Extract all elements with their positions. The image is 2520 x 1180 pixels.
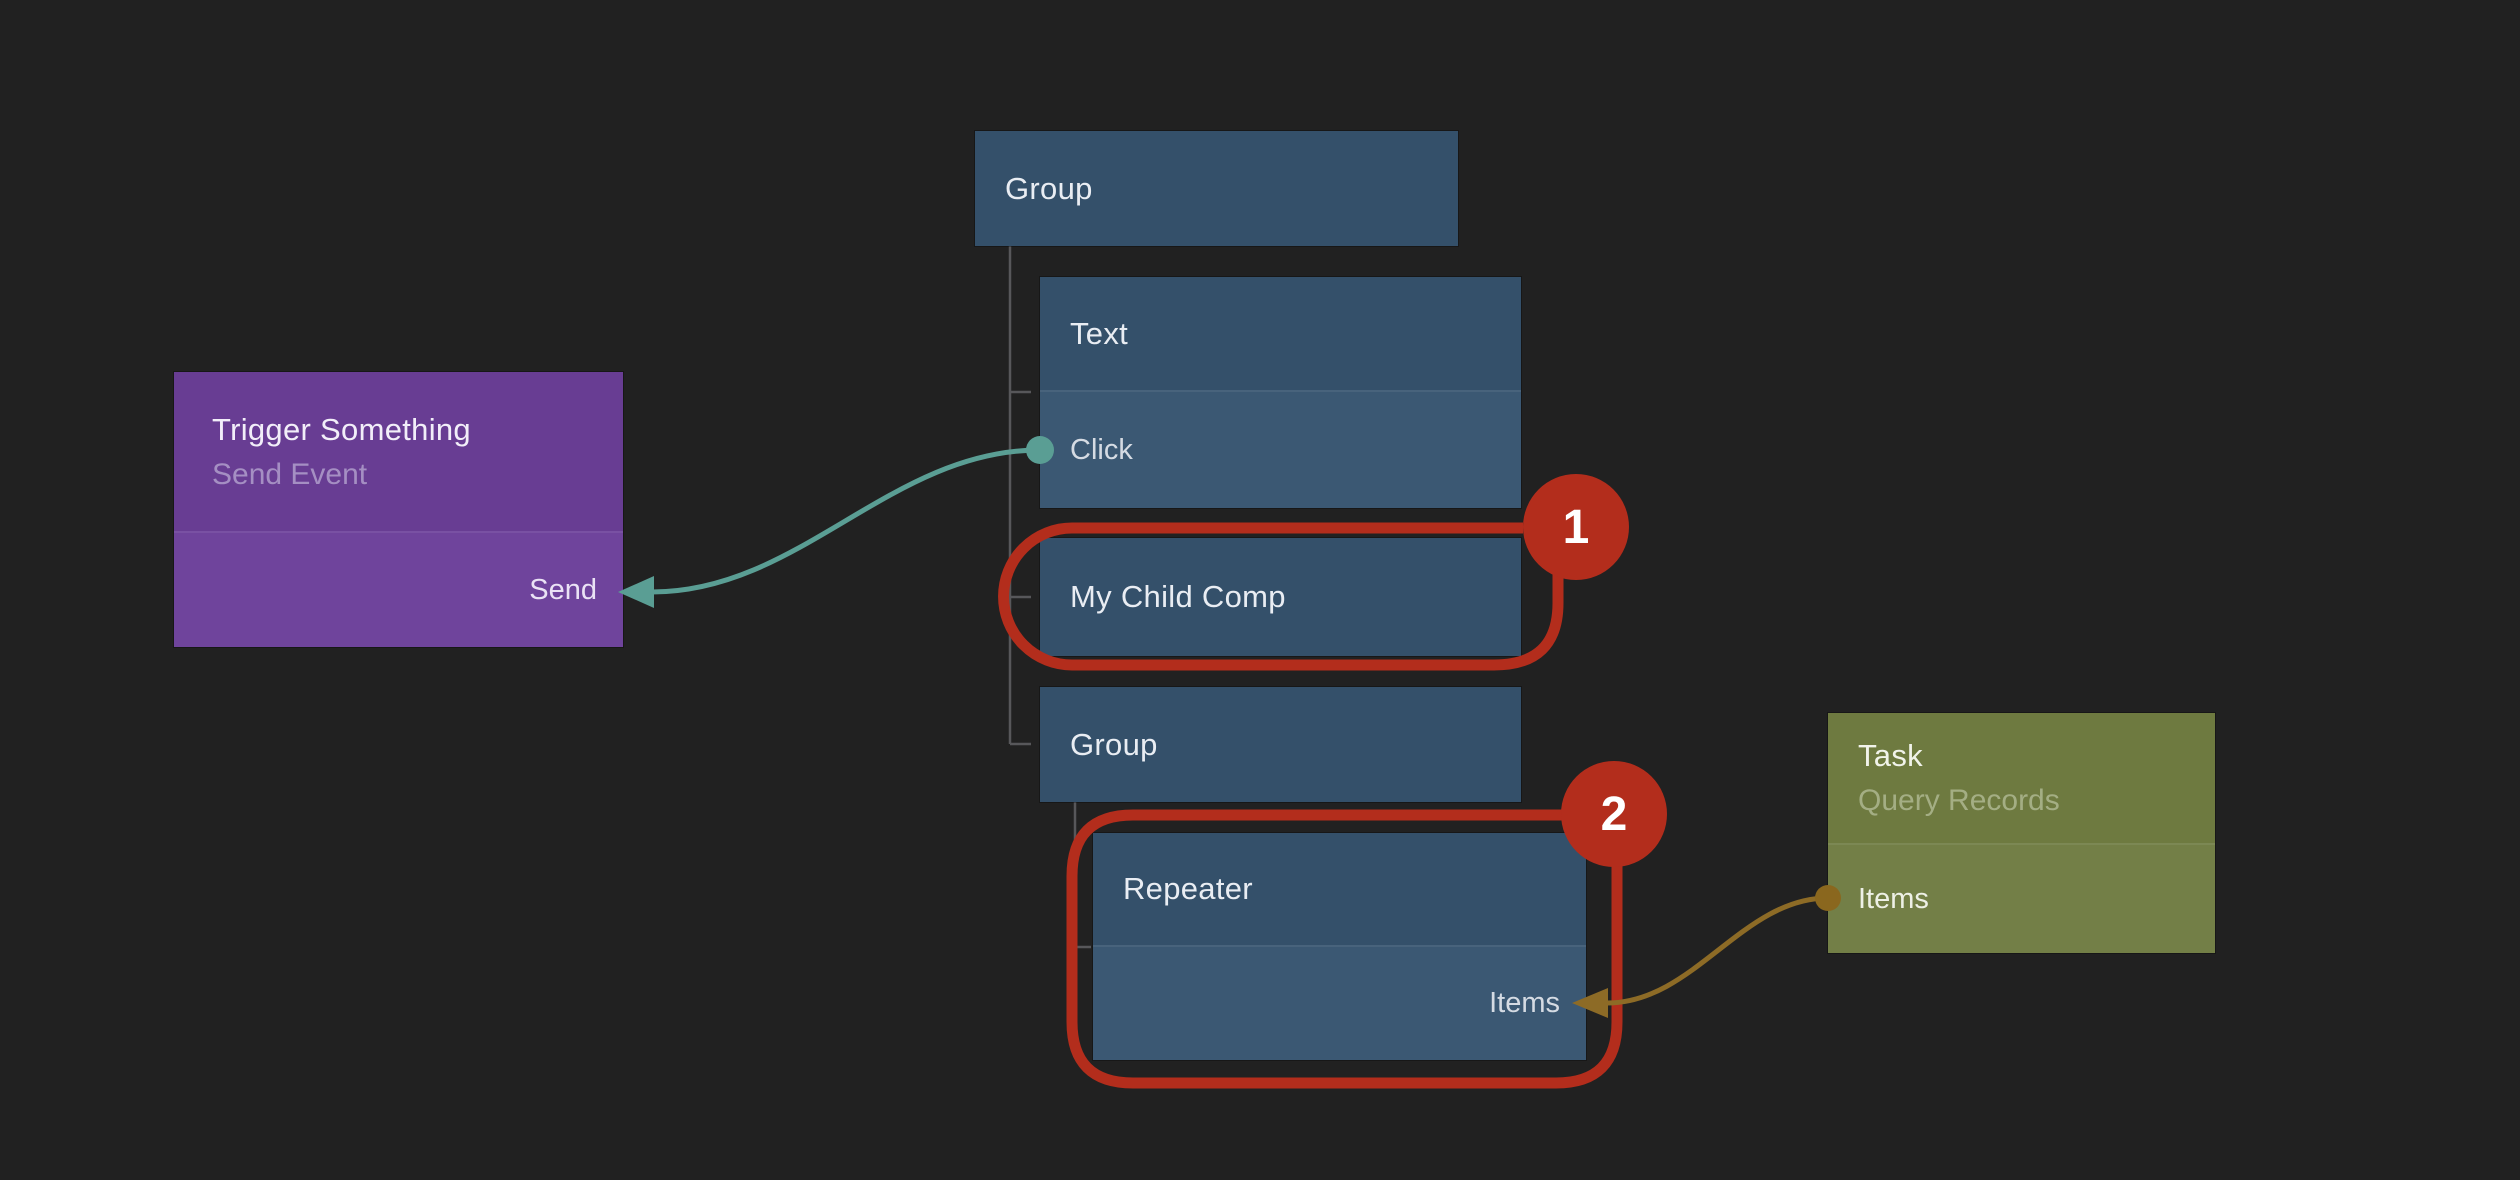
node-title: Text <box>1070 315 1129 351</box>
node-group-1[interactable]: Group <box>975 131 1458 246</box>
node-title: Group <box>1070 726 1158 762</box>
port-label-items: Items <box>1489 987 1560 1019</box>
node-subtitle: Query Records <box>1858 784 2060 817</box>
node-header: Repeater <box>1093 833 1586 945</box>
node-repeater[interactable]: Repeater Items <box>1093 833 1586 1060</box>
port-row-click[interactable]: Click <box>1040 390 1521 508</box>
port-row-items[interactable]: Items <box>1093 945 1586 1060</box>
port-row-items-out[interactable]: Items <box>1828 843 2215 953</box>
node-title: Group <box>1005 170 1093 206</box>
node-header: Group <box>975 131 1458 246</box>
node-subtitle: Send Event <box>212 457 368 491</box>
node-header: My Child Comp <box>1040 538 1521 656</box>
node-header: Trigger Something Send Event <box>174 372 623 531</box>
node-header: Group <box>1040 687 1521 802</box>
node-my-child-comp[interactable]: My Child Comp <box>1040 538 1521 656</box>
node-title: Repeater <box>1123 871 1253 906</box>
port-row-send[interactable]: Send <box>174 531 623 647</box>
port-label-click: Click <box>1070 433 1133 466</box>
port-label-send: Send <box>529 573 597 606</box>
node-header: Task Query Records <box>1828 713 2215 843</box>
node-header: Text <box>1040 277 1521 390</box>
node-text[interactable]: Text Click <box>1040 277 1521 508</box>
port-label-items-out: Items <box>1858 882 1929 915</box>
node-title: My Child Comp <box>1070 579 1286 614</box>
node-task[interactable]: Task Query Records Items <box>1828 713 2215 953</box>
node-title: Trigger Something <box>212 411 471 447</box>
node-trigger-something[interactable]: Trigger Something Send Event Send <box>174 372 623 647</box>
node-group-2[interactable]: Group <box>1040 687 1521 802</box>
node-title: Task <box>1858 738 1923 773</box>
